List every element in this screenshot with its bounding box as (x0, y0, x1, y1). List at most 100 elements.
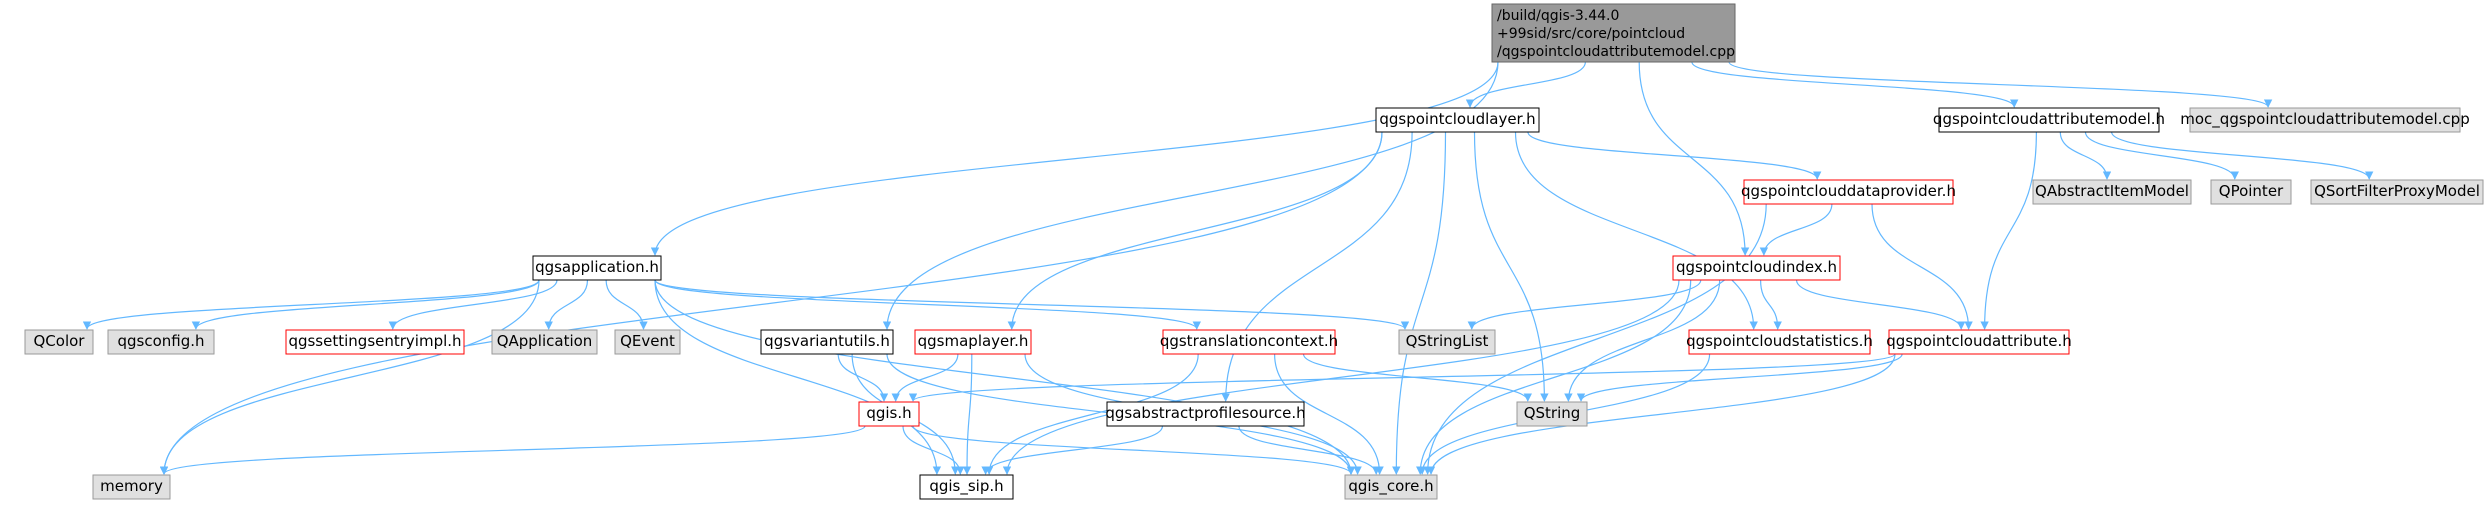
node-label-qgspointcloudlayer: qgspointcloudlayer.h (1379, 110, 1535, 128)
node-label-qgspointcloudindex: qgspointcloudindex.h (1676, 258, 1837, 276)
edge-qgspointcloudlayer-to-memory (159, 131, 1383, 475)
edge-qgsapplication-to-memory (159, 279, 540, 475)
node-qcolor[interactable]: QColor (24, 329, 94, 355)
node-qgspointcloudlayer[interactable]: qgspointcloudlayer.h (1375, 107, 1540, 133)
node-box-qgstranslationcontext (1162, 329, 1336, 355)
node-box-qgspointcloudstatistics (1688, 329, 1871, 355)
edge-qgspointcloudattributemodel-to-qgspointcloudattribute (1980, 131, 2037, 330)
node-qgis[interactable]: qgis.h (858, 401, 920, 427)
node-box-qstring (1516, 401, 1588, 427)
node-box-qgsapplication (532, 255, 662, 281)
node-label-qgis_sip: qgis_sip.h (929, 477, 1003, 496)
edge-qgsabstractprofilesource-to-qgis_sip (981, 425, 1164, 475)
node-box-root (1491, 3, 1736, 63)
node-label-qsortfilterproxymodel: QSortFilterProxyModel (2314, 182, 2480, 200)
node-memory[interactable]: memory (92, 474, 171, 500)
edge-qgsapplication-to-qapplication (544, 279, 589, 330)
edge-layer (82, 61, 2374, 475)
node-label-qgis: qgis.h (866, 404, 911, 422)
node-qapplication[interactable]: QApplication (491, 329, 598, 355)
node-label-qstringlist: QStringList (1406, 332, 1489, 350)
edge-qgsabstractprofilesource-to-qgis_core (1238, 425, 1381, 475)
edge-qgspointcloudattribute-to-qstring (1576, 353, 1903, 402)
node-box-qgis_sip (919, 474, 1014, 500)
node-box-moc (2189, 107, 2461, 133)
node-box-qcolor (24, 329, 94, 355)
node-qsortfilterproxymodel[interactable]: QSortFilterProxyModel (2310, 179, 2484, 205)
node-label-memory: memory (100, 477, 163, 495)
edge-qgis-to-qgis_core (912, 425, 1356, 475)
node-label-moc: moc_qgspointcloudattributemodel.cpp (2180, 110, 2469, 129)
node-box-qgis_core (1344, 474, 1438, 500)
node-qgsmaplayer[interactable]: qgsmaplayer.h (914, 329, 1032, 355)
node-label-qgis_core: qgis_core.h (1348, 477, 1433, 496)
node-label-qgssettingsentryimpl: qgssettingsentryimpl.h (288, 332, 461, 350)
node-qgspointcloudattribute[interactable]: qgspointcloudattribute.h (1886, 329, 2072, 355)
node-box-qevent (614, 329, 681, 355)
edge-qgis-to-qgis_sip (902, 425, 965, 475)
edge-qgspointcloudindex-to-qstring (1564, 279, 1721, 402)
edge-qgsapplication-to-qgis_core (654, 279, 1356, 475)
edge-qgsmaplayer-to-qgis_sip (962, 353, 973, 475)
edge-qgsapplication-to-qcolor (82, 279, 540, 330)
edge-qgsapplication-to-qgssettingsentryimpl (388, 279, 558, 330)
edge-qgspointcloudattributemodel-to-qsortfilterproxymodel (2111, 131, 2374, 180)
node-box-qgis (858, 401, 920, 427)
node-label-qabstractitemmodel: QAbstractItemModel (2035, 182, 2189, 200)
edge-qgsapplication-to-qevent (605, 279, 648, 330)
node-qgsconfig[interactable]: qgsconfig.h (107, 329, 215, 355)
edge-qgsapplication-to-qgis_sip (654, 279, 942, 475)
edge-qgis-to-memory (160, 425, 866, 475)
edge-qgstranslationcontext-to-qgis_core (1274, 353, 1384, 475)
edge-qgspointcloudlayer-to-qgspointcloudstatistics (1514, 131, 1758, 330)
node-qgis_core[interactable]: qgis_core.h (1344, 474, 1438, 500)
node-label-qgspointcloudattributemodel: qgspointcloudattributemodel.h (1933, 110, 2165, 128)
node-qgspointclouddataprovider[interactable]: qgspointclouddataprovider.h (1741, 179, 1956, 205)
node-qgsabstractprofilesource[interactable]: qgsabstractprofilesource.h (1105, 401, 1306, 427)
node-label-qgspointcloudstatistics: qgspointcloudstatistics.h (1686, 332, 1873, 350)
node-qgspointcloudindex[interactable]: qgspointcloudindex.h (1672, 255, 1841, 281)
node-label-qgstranslationcontext: qgstranslationcontext.h (1160, 332, 1338, 350)
edge-qgspointcloudattribute-to-qgis_core (1426, 353, 1896, 475)
node-label-qevent: QEvent (620, 332, 675, 350)
node-label-qpointer: QPointer (2219, 182, 2284, 200)
node-box-qgspointclouddataprovider (1743, 179, 1954, 205)
node-label-root-line-1: +99sid/src/core/pointcloud (1497, 26, 1685, 42)
node-label-qapplication: QApplication (497, 332, 593, 350)
node-qstring[interactable]: QString (1516, 401, 1588, 427)
node-box-qsortfilterproxymodel (2310, 179, 2484, 205)
node-label-qgsmaplayer: qgsmaplayer.h (918, 332, 1029, 350)
edge-root-to-qgsvariantutils (882, 61, 1499, 330)
node-label-root-line-0: /build/qgis-3.44.0 (1497, 8, 1619, 24)
edge-qgspointcloudattribute-to-qgis (909, 353, 1896, 402)
node-qgssettingsentryimpl[interactable]: qgssettingsentryimpl.h (285, 329, 465, 355)
node-label-qstring: QString (1524, 404, 1581, 422)
edge-root-to-qgspointcloudlayer (1465, 61, 1586, 108)
edge-qgsapplication-to-qgsconfig (191, 279, 540, 330)
node-qabstractitemmodel[interactable]: QAbstractItemModel (2032, 179, 2192, 205)
node-moc[interactable]: moc_qgspointcloudattributemodel.cpp (2180, 107, 2470, 133)
edge-qgsvariantutils-to-qgis (837, 353, 889, 402)
node-box-qgspointcloudindex (1672, 255, 1841, 281)
node-root[interactable]: /build/qgis-3.44.0 +99sid/src/core/pointc… (1491, 3, 1736, 63)
node-qgis_sip[interactable]: qgis_sip.h (919, 474, 1014, 500)
node-label-qgsapplication: qgsapplication.h (535, 258, 659, 276)
node-qgsvariantutils[interactable]: qgsvariantutils.h (760, 329, 894, 355)
node-qevent[interactable]: QEvent (614, 329, 681, 355)
edge-qgspointcloudindex-to-qgspointcloudstatistics (1760, 279, 1782, 330)
node-qgspointcloudstatistics[interactable]: qgspointcloudstatistics.h (1686, 329, 1873, 355)
node-qstringlist[interactable]: QStringList (1398, 329, 1496, 355)
node-qgstranslationcontext[interactable]: qgstranslationcontext.h (1160, 329, 1338, 355)
node-box-qgsabstractprofilesource (1106, 401, 1305, 427)
edge-qgspointcloudindex-to-qgis_sip (1002, 279, 1680, 475)
edge-qgspointcloudindex-to-qgspointcloudattribute (1795, 279, 1966, 330)
node-qgspointcloudattributemodel[interactable]: qgspointcloudattributemodel.h (1933, 107, 2165, 133)
node-qgsapplication[interactable]: qgsapplication.h (532, 255, 662, 281)
node-box-qgsvariantutils (760, 329, 894, 355)
node-qpointer[interactable]: QPointer (2210, 179, 2292, 205)
node-label-qgspointcloudattribute: qgspointcloudattribute.h (1886, 332, 2071, 350)
node-box-qpointer (2210, 179, 2292, 205)
edge-qgspointcloudlayer-to-qgsmaplayer (1007, 131, 1383, 330)
node-box-qgspointcloudlayer (1375, 107, 1540, 133)
